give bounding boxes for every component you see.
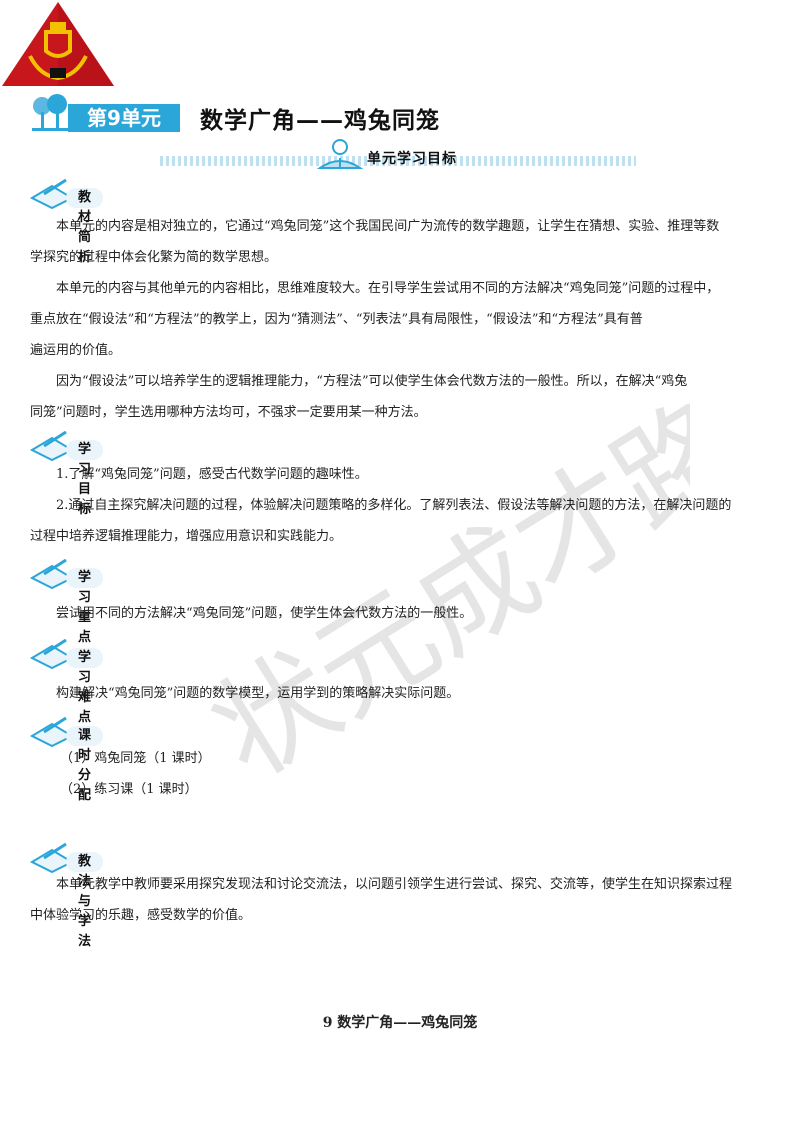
list-item: （2）练习课（1 课时） — [60, 782, 198, 797]
text-line: 因为“假设法”可以培养学生的逻辑推理能力，“方程法”可以使学生体会代数方法的一般… — [56, 374, 688, 389]
logo-emblem — [2, 2, 114, 86]
goals-list: 1.了解“鸡兔同笼”问题，感受古代数学问题的趣味性。 2.通过自主探究解决问题的… — [30, 459, 772, 552]
schedule-list: （1）鸡兔同笼（1 课时） （2）练习课（1 课时） — [60, 743, 760, 805]
list-item: （1）鸡兔同笼（1 课时） — [60, 751, 211, 766]
section-title: 课时分配 — [66, 726, 104, 803]
text-line: 2.通过自主探究解决问题的过程，体验解决问题策略的多样化。了解列表法、假设法等解… — [56, 498, 732, 513]
text-line: 学探究的过程中体会化繁为简的数学思想。 — [30, 250, 278, 265]
unit-badge: 第9单元 — [68, 104, 180, 132]
text-line: 本单元的内容与其他单元的内容相比，思维难度较大。在引导学生尝试用不同的方法解决“… — [56, 281, 720, 296]
goal-divider — [160, 142, 636, 172]
section-title: 学习目标 — [66, 440, 104, 517]
text-line: 1.了解“鸡兔同笼”问题，感受古代数学问题的趣味性。 — [56, 467, 368, 482]
watermark-text: 状元成才路 — [190, 375, 690, 800]
unit-goal-label: 单元学习目标 — [367, 151, 457, 167]
text-line: 中体验学习的乐趣，感受数学的价值。 — [30, 908, 252, 923]
footer-title: 9 数学广角——鸡兔同笼 — [322, 1015, 478, 1031]
text-line: 遍运用的价值。 — [30, 343, 122, 358]
section-title: 教法与学法 — [66, 852, 104, 949]
text-line: 重点放在“假设法”和“方程法”的教学上，因为“猜测法”、“列表法”具有局限性，“… — [30, 312, 643, 327]
text-line: 过程中培养逻辑推理能力，增强应用意识和实践能力。 — [30, 529, 343, 544]
key-points-text: 尝试用不同的方法解决“鸡兔同笼”问题，使学生体会代数方法的一般性。 — [56, 606, 473, 621]
student-reading-icon — [316, 139, 364, 169]
text-line: 本单元教学中教师要采用探究发现法和讨论交流法，以问题引领学生进行尝试、探究、交流… — [56, 877, 733, 892]
analysis-paragraph: 本单元的内容是相对独立的，它通过“鸡兔同笼”这个我国民间广为流传的数学趣题，让学… — [30, 211, 772, 428]
difficulties-text: 构建解决“鸡兔同笼”问题的数学模型，运用学到的策略解决实际问题。 — [56, 686, 460, 701]
section-title: 教材简析 — [66, 188, 104, 265]
trees-icon — [32, 94, 68, 131]
unit-title: 数学广角——鸡兔同笼 — [200, 108, 440, 134]
text-line: 本单元的内容是相对独立的，它通过“鸡兔同笼”这个我国民间广为流传的数学趣题，让学… — [56, 219, 720, 234]
text-line: 同笼”问题时，学生选用哪种方法均可，不强求一定要用某一种方法。 — [30, 405, 427, 420]
methods-text: 本单元教学中教师要采用探究发现法和讨论交流法，以问题引领学生进行尝试、探究、交流… — [30, 869, 772, 931]
section-title: 学习难点 — [66, 648, 104, 725]
section-title: 学习重点 — [66, 568, 104, 645]
